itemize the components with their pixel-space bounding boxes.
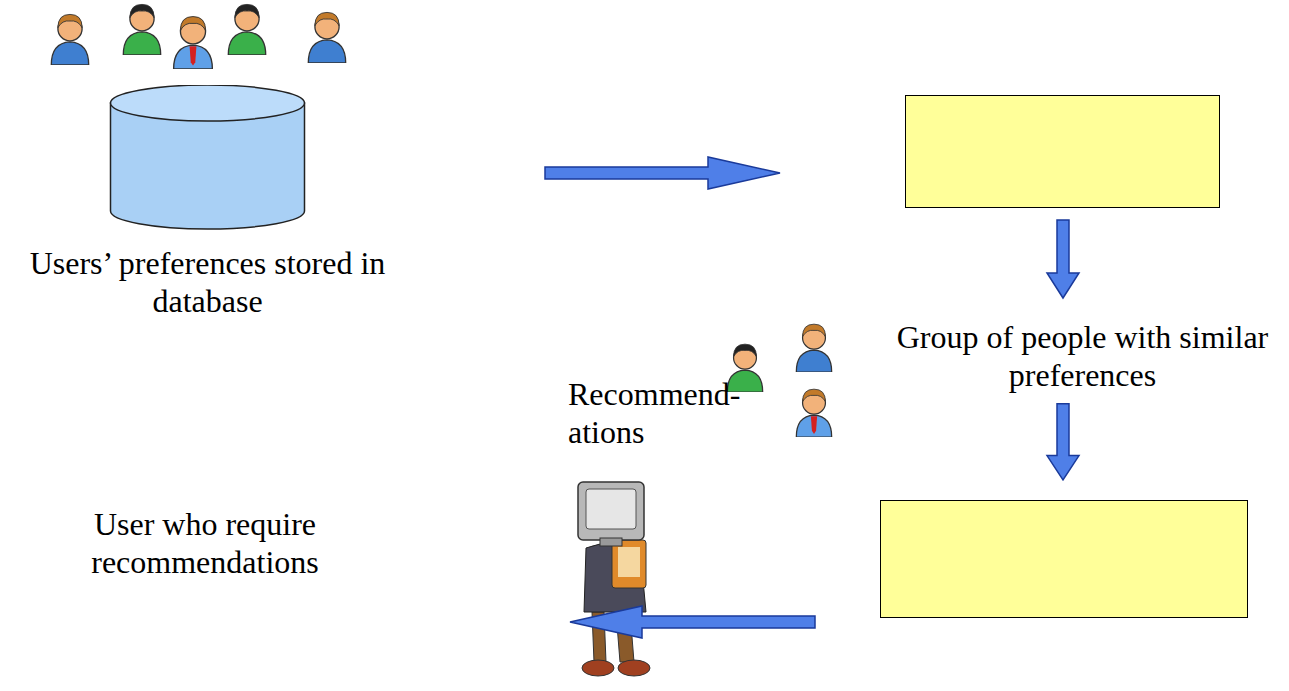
block-arrow (1047, 220, 1079, 298)
block-arrow (570, 606, 815, 638)
user-figure (578, 482, 650, 676)
block-arrow (545, 157, 780, 189)
database-cylinder (20, 85, 395, 230)
cylinder-body (111, 103, 305, 229)
arrow-shape (1047, 404, 1079, 480)
database-node: Users’ preferences stored in database (20, 85, 395, 321)
arrow-shape (570, 606, 815, 638)
node-text: Group of people with similar preferences (885, 318, 1280, 395)
node-text: User who require recommendations (20, 505, 390, 582)
user-node: User who require recommendations (20, 505, 390, 582)
process-box (880, 500, 1248, 618)
arrow-shape (1047, 220, 1079, 298)
group-node: Group of people with similar preferences (885, 318, 1280, 395)
group-icons (727, 324, 831, 437)
process-box (905, 95, 1220, 208)
cylinder-top (111, 85, 305, 121)
block-arrow (1047, 404, 1079, 480)
edge-label: Recommend- ations (568, 375, 743, 452)
arrow-shape (545, 157, 780, 189)
user-icons (51, 4, 345, 69)
node-text: Users’ preferences stored in database (20, 244, 395, 321)
